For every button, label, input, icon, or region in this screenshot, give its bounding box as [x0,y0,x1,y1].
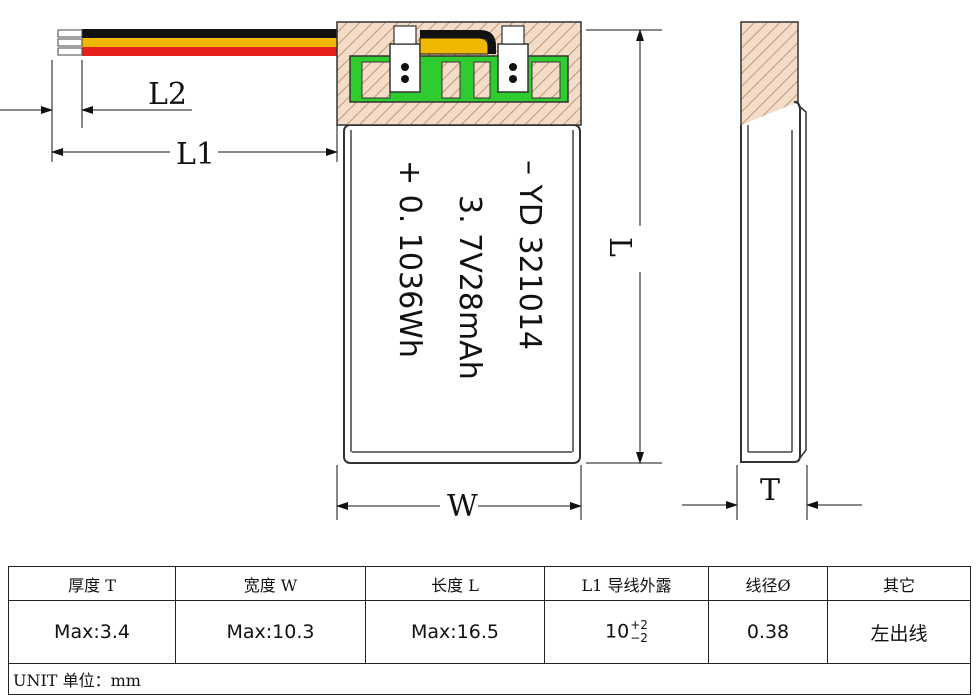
value-l1-tolerance: +2−2 [630,619,648,645]
battery-side-view [740,21,807,463]
value-width: Max:10.3 [175,600,366,664]
unit-note: UNIT 单位：mm [8,663,971,695]
value-l1-tol-lower: −2 [630,631,648,645]
header-length: 长度 L [365,566,545,601]
value-wire-diameter: 0.38 [708,600,828,664]
cell-label-rating: 3. 7V28mAh [452,195,487,380]
header-other: 其它 [827,566,971,601]
dim-t-label: T [760,473,780,508]
stripped-wire-ends [57,29,83,56]
side-body [740,101,801,463]
cell-label-model: – YD 321014 [512,160,547,350]
header-width: 宽度 W [175,566,366,601]
wire-black [82,29,394,38]
dim-l: L [586,29,662,464]
spec-table: 厚度 T 宽度 W 长度 L L1 导线外露 线径Ø 其它 Max:3.4 Ma… [8,566,971,695]
header-wire-diameter: 线径Ø [708,566,828,601]
wire-into-pcb [419,37,489,55]
wire-red [82,47,394,56]
value-other: 左出线 [827,600,971,664]
pad-tab-left [393,25,417,45]
dim-l-label: L [602,237,637,257]
spec-value-row: Max:3.4 Max:10.3 Max:16.5 10+2−2 0.38 左出… [8,600,971,664]
spec-header-row: 厚度 T 宽度 W 长度 L L1 导线外露 线径Ø 其它 [8,566,971,601]
dim-l1: L1 [51,125,338,172]
value-l1: 10+2−2 [544,600,709,664]
value-l1-tol-upper: +2 [630,618,648,632]
spec-unit-row: UNIT 单位：mm [8,663,971,695]
lead-wires [57,29,394,56]
dim-l2-label: L2 [148,77,187,112]
value-l1-base: 10 [605,620,630,643]
battery-drawing: L2 L1 W L T – YD 321014 3. 7V28mAh + 0. … [0,21,862,524]
dim-w-label: W [447,489,478,524]
header-l1-lead: L1 导线外露 [544,566,709,601]
dim-t: T [682,465,862,520]
cell-label-energy: + 0. 1036Wh [392,160,427,358]
cell-label: – YD 321014 3. 7V28mAh + 0. 1036Wh [392,160,547,380]
dim-l2: L2 [0,60,192,128]
dim-l1-label: L1 [176,137,215,172]
value-thickness: Max:3.4 [8,600,176,664]
value-length: Max:16.5 [365,600,545,664]
header-thickness: 厚度 T [8,566,176,601]
dim-w: W [336,465,582,524]
pcb-region [336,21,582,126]
wire-yellow [82,38,394,47]
pad-tab-right [501,25,525,45]
